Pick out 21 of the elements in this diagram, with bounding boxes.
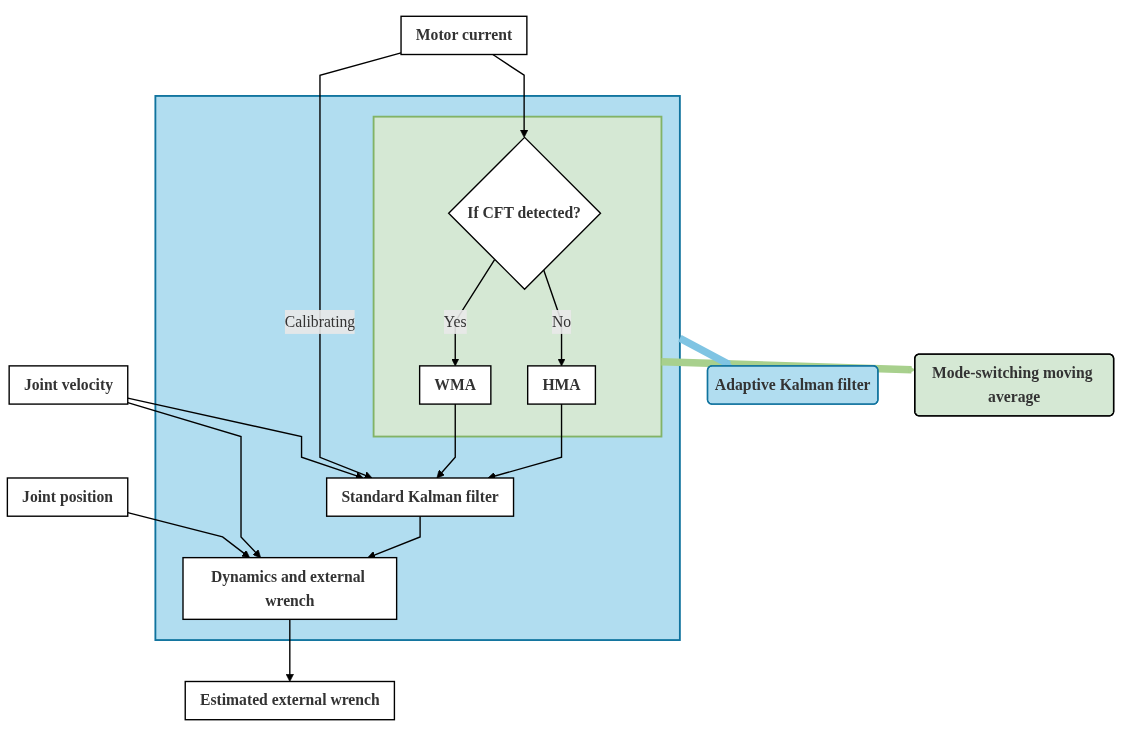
arrow xyxy=(436,403,456,479)
node-diamond: If CFT detected? xyxy=(447,136,602,291)
node-box: Dynamics and external wrench xyxy=(182,556,398,621)
arrow xyxy=(127,402,261,558)
node-box: Estimated external wrench xyxy=(184,680,396,721)
node-box: Joint position xyxy=(6,477,129,517)
node-box: Standard Kalman filter xyxy=(325,477,515,517)
arrow xyxy=(492,53,529,138)
edge-label: Yes xyxy=(443,312,467,331)
arrow xyxy=(285,618,294,682)
node-box: WMA xyxy=(418,365,492,405)
node-box: Motor current xyxy=(400,15,528,56)
cluster xyxy=(154,95,681,641)
arrow xyxy=(127,511,250,558)
node-box: HMA xyxy=(527,365,597,405)
arrow xyxy=(367,515,421,559)
cluster xyxy=(372,115,663,438)
edge-label: No xyxy=(551,312,572,331)
node-box: Joint velocity xyxy=(8,365,129,405)
edge-label: Calibrating xyxy=(284,312,356,331)
arrow xyxy=(451,259,496,367)
